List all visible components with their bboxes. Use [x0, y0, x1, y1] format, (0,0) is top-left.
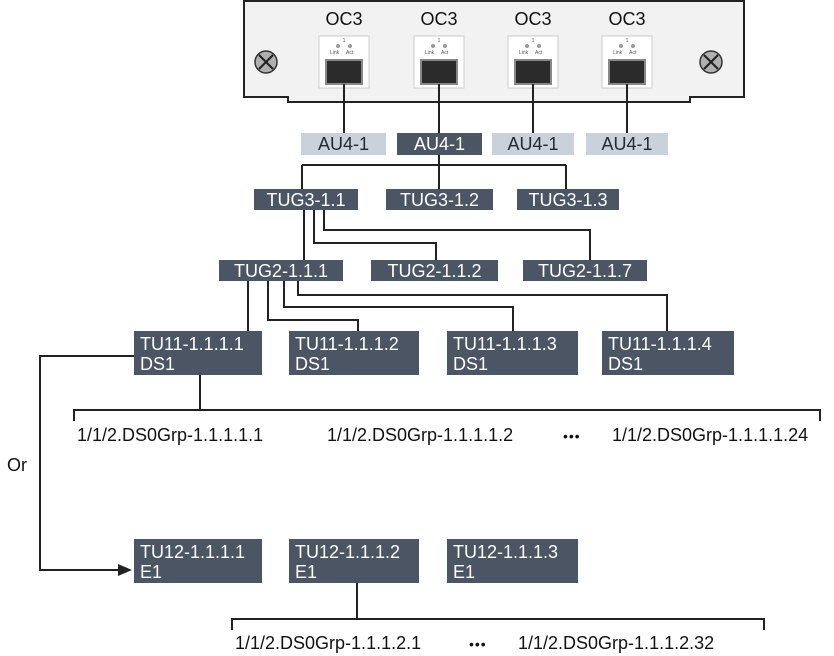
port-title: OC3: [420, 9, 458, 29]
port-number: 1: [342, 38, 346, 44]
tug3-box: TUG3-1.2: [386, 189, 493, 210]
act-label: Act: [346, 50, 354, 56]
tu11-box: TU11-1.1.1.2 DS1: [289, 331, 419, 375]
port-number: 1: [625, 38, 629, 44]
tu11-box: TU11-1.1.1.4 DS1: [602, 331, 734, 375]
tu12-box: TU12-1.1.1.3 E1: [447, 539, 578, 583]
tu11-type: DS1: [608, 354, 644, 374]
link-label: Link: [330, 50, 340, 56]
au4-box: AU4-1: [586, 133, 668, 155]
tu11-name: TU11-1.1.1.4: [608, 334, 712, 354]
port-number: 1: [531, 38, 535, 44]
tug2-box: TUG2-1.1.2: [371, 260, 498, 281]
tu11-type: DS1: [453, 354, 489, 374]
or-label: Or: [7, 455, 27, 475]
au4-box: AU4-1: [492, 133, 574, 155]
tu12-type: E1: [295, 562, 318, 582]
act-label: Act: [535, 50, 543, 56]
act-label: Act: [441, 50, 449, 56]
tu12-name: TU12-1.1.1.1: [140, 542, 246, 562]
tu11-name: TU11-1.1.1.2: [295, 334, 399, 354]
port-title: OC3: [608, 9, 646, 29]
tu11-name: TU11-1.1.1.1: [140, 334, 244, 354]
port-title: OC3: [325, 9, 363, 29]
sfp-port-icon: [507, 35, 559, 89]
act-label: Act: [629, 50, 637, 56]
tug2-box: TUG2-1.1.7: [523, 260, 647, 281]
tu12-type: E1: [453, 562, 476, 582]
link-label: Link: [425, 50, 435, 56]
link-label: Link: [613, 50, 623, 56]
sfp-port-icon: [318, 35, 370, 89]
tu12-type: E1: [140, 562, 163, 582]
ds0-channel-label: 1/1/2.DS0Grp-1.1.1.2.1: [235, 633, 422, 653]
tu12-name: TU12-1.1.1.3: [453, 542, 559, 562]
ellipsis: •••: [563, 428, 581, 444]
ellipsis: •••: [469, 636, 487, 652]
port-title: OC3: [514, 9, 552, 29]
tug2-box: TUG2-1.1.1: [219, 260, 343, 281]
tu12-box: TU12-1.1.1.1 E1: [134, 539, 262, 583]
tug3-box: TUG3-1.1: [254, 189, 358, 210]
tu11-box: TU11-1.1.1.1 DS1: [134, 331, 262, 375]
ds0-channel-label: 1/1/2.DS0Grp-1.1.1.1.24: [612, 425, 809, 445]
tug3-box: TUG3-1.3: [517, 189, 619, 210]
au4-box: AU4-1: [301, 133, 386, 155]
ds0-channel-label: 1/1/2.DS0Grp-1.1.1.1.1: [77, 425, 264, 445]
tu12-name: TU12-1.1.1.2: [295, 542, 401, 562]
screw-icon: [254, 50, 278, 74]
tu11-name: TU11-1.1.1.3: [453, 334, 557, 354]
tu11-box: TU11-1.1.1.3 DS1: [447, 331, 578, 375]
ds0-channel-label: 1/1/2.DS0Grp-1.1.1.2.32: [518, 633, 715, 653]
port-number: 1: [437, 38, 441, 44]
tu11-type: DS1: [140, 354, 176, 374]
screw-icon: [699, 50, 723, 74]
ds0-channel-label: 1/1/2.DS0Grp-1.1.1.1.2: [327, 425, 514, 445]
tu12-box: TU12-1.1.1.2 E1: [289, 539, 419, 583]
tu11-type: DS1: [295, 354, 331, 374]
sfp-port-icon: [601, 35, 653, 89]
au4-box: AU4-1: [397, 133, 482, 155]
link-label: Link: [519, 50, 529, 56]
